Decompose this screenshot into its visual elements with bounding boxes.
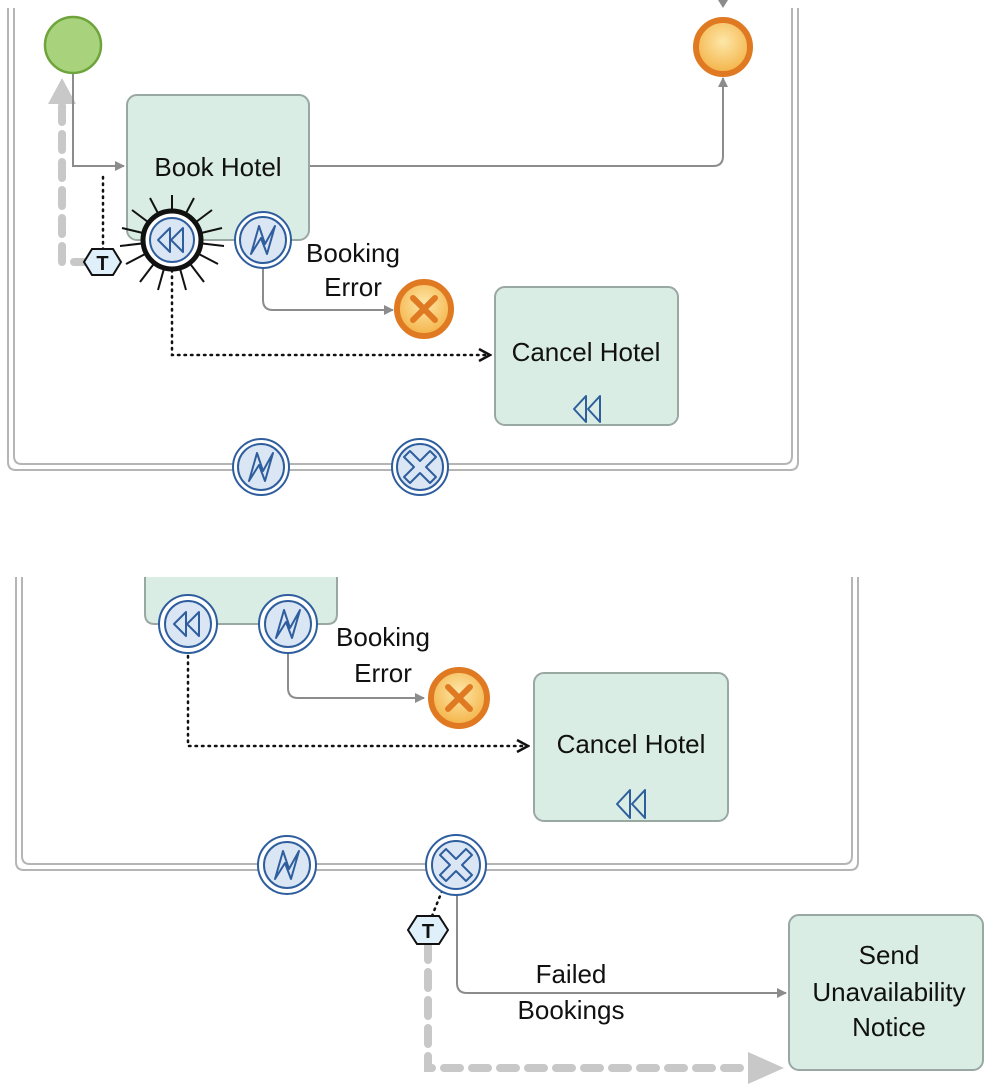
compensation-rewind-icon <box>616 789 646 819</box>
start-event[interactable] <box>43 15 103 75</box>
failed-bookings-label-line2: Bookings <box>518 995 625 1025</box>
failed-bookings-label-line1: Failed <box>536 959 607 989</box>
token-path-arrowhead <box>748 1052 784 1084</box>
sequence-flow-start-to-book <box>72 74 125 171</box>
token-label: T <box>96 253 108 275</box>
error-lightning-icon <box>250 225 276 255</box>
booking-error-label-line2: Error <box>354 658 412 688</box>
cancel-hotel-label: Cancel Hotel <box>557 729 706 759</box>
error-end-event[interactable] <box>428 667 490 729</box>
error-lightning-icon <box>274 850 300 880</box>
subprocess-outer-border <box>15 577 859 871</box>
compensation-rewind-icon <box>173 611 200 637</box>
sequence-flow-failed-bookings <box>456 894 787 998</box>
send-notice-label-line3: Notice <box>852 1012 926 1042</box>
token-path-arrowhead <box>48 78 76 104</box>
token-path-dashed <box>58 90 94 266</box>
token-path-dashed <box>424 940 756 1072</box>
cancel-x-icon <box>403 450 437 484</box>
error-boundary-event[interactable] <box>258 594 318 654</box>
send-notice-label-line1: Send <box>859 940 920 970</box>
subprocess-cancel-boundary-event[interactable] <box>391 438 449 496</box>
compensation-rewind-icon <box>157 227 184 253</box>
incoming-arrow-stub <box>718 0 728 8</box>
token-hexagon-icon[interactable]: T <box>82 248 123 276</box>
error-lightning-icon <box>248 452 274 482</box>
booking-error-label-line2: Error <box>324 272 382 302</box>
compensation-association <box>170 268 490 355</box>
token-label: T <box>422 921 434 943</box>
cancel-hotel-task[interactable] <box>494 286 679 426</box>
top-panel: Book Hotel <box>7 0 799 496</box>
compensation-boundary-event[interactable] <box>158 594 218 654</box>
cancel-hotel-label: Cancel Hotel <box>512 337 661 367</box>
compensation-boundary-event-highlighted[interactable] <box>119 195 225 291</box>
subprocess-error-boundary-event[interactable] <box>232 438 290 496</box>
compensation-rewind-icon <box>573 395 601 423</box>
error-lightning-icon <box>275 609 301 639</box>
booking-error-label-line1: Booking <box>306 238 400 268</box>
send-unavailability-notice-task[interactable] <box>788 914 984 1071</box>
sequence-flow-error <box>262 268 394 315</box>
subprocess-outer-border <box>7 8 799 471</box>
subprocess-cancel-boundary-event[interactable] <box>425 834 487 896</box>
cancel-hotel-task[interactable] <box>533 672 729 822</box>
compensation-association <box>186 654 528 746</box>
error-end-event[interactable] <box>394 279 454 339</box>
subprocess-error-boundary-event[interactable] <box>257 835 317 895</box>
cancel-x-icon <box>410 295 438 323</box>
booking-error-label-line1: Booking <box>336 622 430 652</box>
cancel-x-icon <box>445 684 473 712</box>
book-hotel-label: Book Hotel <box>154 152 281 182</box>
sequence-flow-error <box>287 652 425 703</box>
sequence-flow-book-to-end <box>310 77 728 167</box>
cancel-x-icon <box>439 848 473 882</box>
token-hexagon-icon[interactable]: T <box>406 915 450 945</box>
send-notice-label-line2: Unavailability <box>812 977 965 1007</box>
end-event[interactable] <box>693 17 753 77</box>
error-boundary-event[interactable] <box>234 211 292 269</box>
bottom-panel: Booking Error Cancel Hotel <box>15 577 984 1084</box>
